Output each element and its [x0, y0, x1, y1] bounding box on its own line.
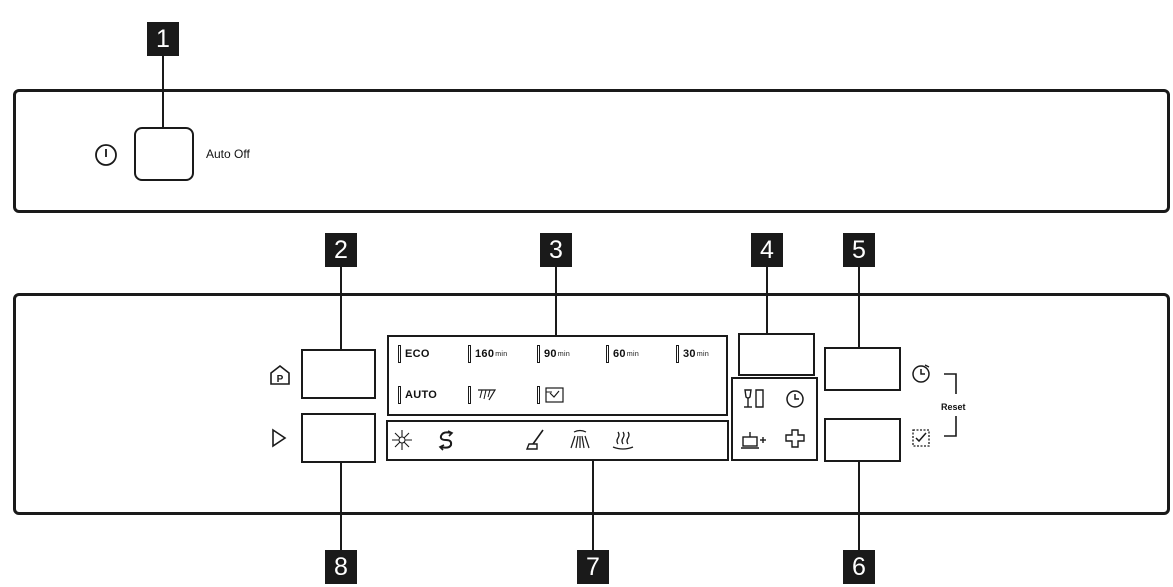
start-button[interactable] [301, 413, 376, 463]
power-icon [95, 144, 117, 166]
callout-6: 6 [843, 550, 875, 584]
spray-arm-icon [570, 429, 590, 449]
leader-line-1 [162, 56, 164, 128]
play-triangle-icon [272, 428, 287, 448]
glass-care-icon [478, 389, 497, 401]
clock-icon [912, 364, 930, 383]
programme-machine-care-indicator [537, 386, 566, 404]
callout-4: 4 [751, 233, 783, 267]
cleaning-brush-icon [525, 429, 544, 450]
status-indicator-strip [386, 420, 729, 461]
programme-button[interactable] [301, 349, 376, 399]
salt-indicator-icon [438, 430, 454, 451]
rinse-aid-indicator-icon [392, 430, 412, 450]
machine-care-icon [545, 387, 564, 403]
options-indicator-display [731, 377, 818, 461]
leader-line-8 [340, 462, 342, 550]
reset-label: Reset [941, 402, 966, 412]
wine-glass-icon [744, 389, 764, 408]
dispenser-plus-icon [741, 432, 766, 449]
leader-line-6 [858, 462, 860, 550]
programme-indicators-display [387, 335, 728, 416]
reset-bracket [944, 373, 957, 437]
auto-off-label: Auto Off [206, 147, 250, 161]
callout-8: 8 [325, 550, 357, 584]
power-button[interactable] [134, 127, 194, 181]
programme-eco-indicator: ECO [398, 345, 430, 363]
callout-5: 5 [843, 233, 875, 267]
callout-2: 2 [325, 233, 357, 267]
leader-line-5 [858, 267, 860, 347]
extra-option-button[interactable] [824, 418, 901, 462]
callout-7: 7 [577, 550, 609, 584]
main-control-panel [13, 293, 1170, 515]
delay-start-button[interactable] [824, 347, 901, 391]
programme-auto-indicator: AUTO [398, 386, 437, 404]
callout-1: 1 [147, 22, 179, 56]
leader-line-7 [592, 461, 594, 550]
leader-line-2 [340, 267, 342, 349]
tap-connection-icon [785, 429, 805, 448]
programme-glass-indicator [468, 386, 499, 404]
time-display [738, 333, 815, 376]
top-control-panel [13, 89, 1170, 213]
delay-clock-indicator-icon [786, 390, 804, 408]
callout-3: 3 [540, 233, 572, 267]
drying-heat-icon [612, 431, 634, 450]
checkbox-icon [912, 429, 930, 447]
leader-line-3 [555, 267, 557, 337]
leader-line-4 [766, 267, 768, 333]
svg-text:P: P [277, 374, 284, 385]
programme-house-icon: P [270, 364, 290, 385]
